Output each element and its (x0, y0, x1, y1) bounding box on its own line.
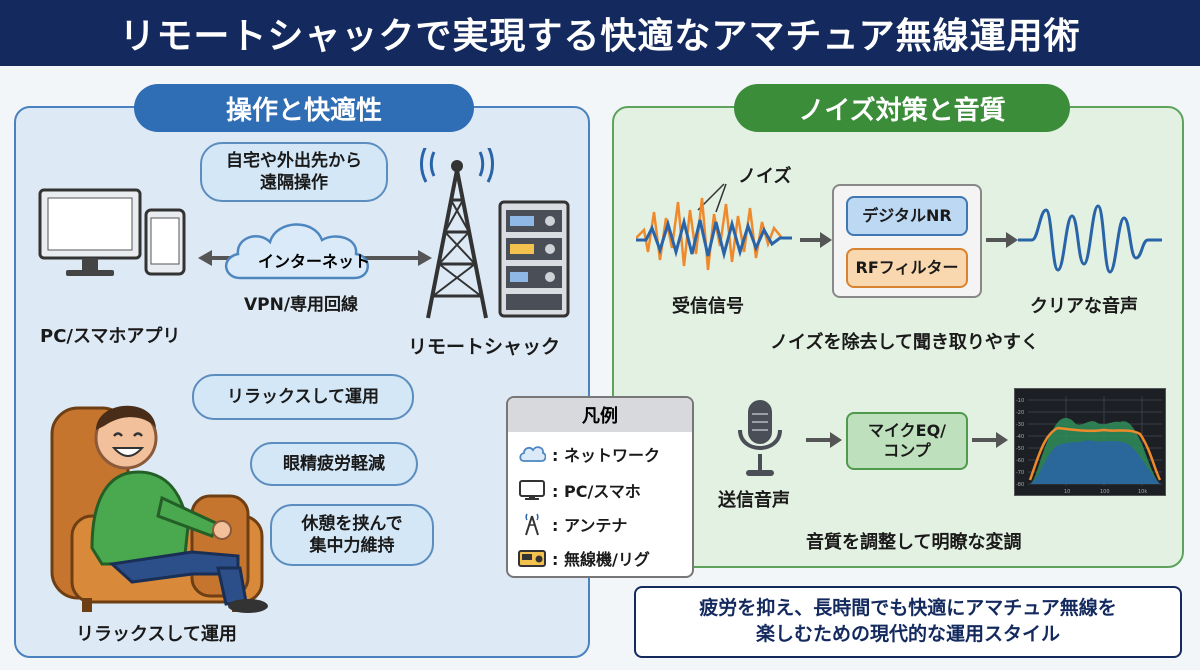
arrow-icon (972, 432, 1008, 448)
page-title: リモートシャックで実現する快適なアマチュア無線運用術 (0, 0, 1200, 66)
tx-audio-label: 送信音声 (718, 490, 790, 511)
network-link (198, 223, 432, 280)
break-bubble: 休憩を挟んで集中力維持 (270, 504, 434, 566)
arrow-icon (986, 232, 1018, 248)
noise-quality-heading: ノイズ対策と音質 (734, 84, 1070, 132)
legend-title: 凡例 (508, 398, 692, 432)
antenna-tower-icon (419, 148, 495, 319)
graph-y-tick: -60 (1016, 458, 1024, 464)
vpn-label: VPN/専用回線 (244, 295, 359, 315)
microphone-icon (738, 400, 782, 476)
graph-y-tick: -10 (1016, 398, 1024, 404)
radio-rack-icon (498, 200, 570, 318)
legend-item-pc: : PC/スマホ (518, 478, 641, 502)
pc-app-label: PC/スマホアプリ (40, 326, 181, 347)
remote-shack-label: リモートシャック (408, 336, 561, 358)
legend-item-radio: : 無線機/リグ (518, 546, 650, 570)
graph-y-tick: -50 (1016, 446, 1024, 452)
graph-y-tick: -30 (1016, 422, 1024, 428)
cloud-icon (519, 446, 546, 462)
internet-label: インターネット (257, 252, 370, 271)
radio-icon (518, 550, 546, 567)
clear-audio-label: クリアな音声 (1030, 296, 1138, 317)
relax-bubble: リラックスして運用 (192, 374, 414, 420)
legend-item-network: : ネットワーク (518, 442, 660, 466)
rf-filter-box: RFフィルター (846, 248, 968, 288)
clear-signal-waveform (1018, 204, 1162, 274)
arrow-icon (806, 432, 842, 448)
graph-y-tick: -20 (1016, 410, 1024, 416)
legend-box: 凡例 : ネットワーク : PC/スマホ : アンテナ : 無線機/リグ (506, 396, 694, 578)
relaxing-person-illustration (50, 405, 268, 613)
eq-caption: 音質を調整して明瞭な変調 (806, 532, 1022, 553)
graph-y-tick: -80 (1016, 482, 1024, 488)
operation-heading: 操作と快適性 (134, 84, 474, 132)
monitor-icon (519, 480, 545, 500)
person-caption: リラックスして運用 (76, 624, 237, 645)
mic-eq-comp-box: マイクEQ/コンプ (846, 412, 968, 470)
arrow-icon (800, 232, 832, 248)
digital-nr-box: デジタルNR (846, 196, 968, 236)
received-signal-label: 受信信号 (672, 296, 744, 317)
summary-line1: 疲労を抑え、長時間でも快適にアマチュア無線を (699, 597, 1117, 620)
graph-x-tick: 10k (1138, 489, 1147, 495)
remote-operation-bubble: 自宅や外出先から遠隔操作 (200, 142, 388, 202)
noise-label: ノイズ (738, 166, 792, 187)
summary-box: 疲労を抑え、長時間でも快適にアマチュア無線を 楽しむための現代的な運用スタイル (634, 586, 1182, 658)
graph-y-tick: -70 (1016, 470, 1024, 476)
eq-spectrum-graph: -10 -20 -30 -40 -50 -60 -70 -80 10 100 1… (1014, 388, 1166, 496)
antenna-icon (525, 513, 539, 536)
graph-x-tick: 100 (1100, 489, 1110, 495)
noisy-signal-waveform (636, 183, 792, 271)
pc-smartphone-icon (38, 188, 186, 276)
legend-item-antenna: : アンテナ (518, 512, 627, 536)
graph-y-tick: -40 (1016, 434, 1024, 440)
noise-removal-caption: ノイズを除去して聞き取りやすく (770, 332, 1039, 353)
summary-line2: 楽しむための現代的な運用スタイル (755, 623, 1060, 645)
graph-x-tick: 10 (1064, 489, 1070, 495)
eye-strain-bubble: 眼精疲労軽減 (250, 442, 418, 486)
